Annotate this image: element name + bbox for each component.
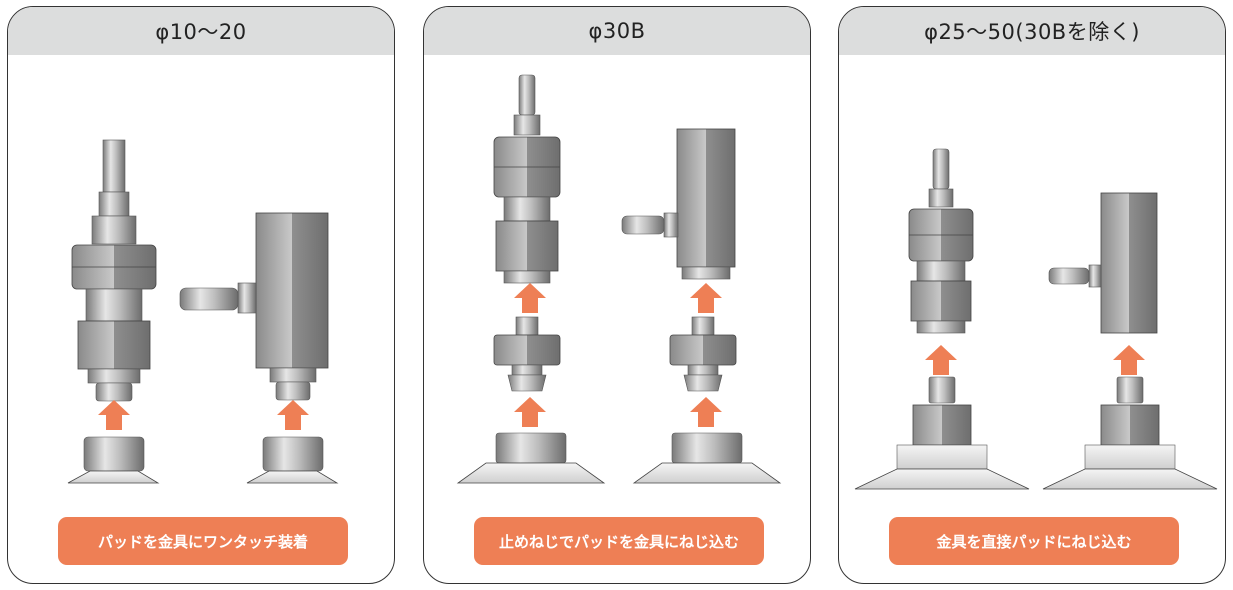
up-arrow-icon (514, 283, 546, 313)
panel-phi30b: φ30B (423, 6, 811, 584)
suction-pad (632, 432, 782, 484)
set-screw (669, 316, 737, 392)
panel-title: φ25〜50(30Bを除く) (839, 7, 1225, 55)
elbow-fitting (1048, 192, 1158, 334)
elbow-fitting (179, 212, 329, 401)
up-arrow-icon (98, 400, 130, 430)
straight-fitting (71, 139, 157, 402)
fitting-diagram (456, 74, 782, 484)
fitting-diagram (67, 139, 339, 484)
up-arrow-icon (690, 397, 722, 427)
up-arrow-icon (514, 397, 546, 427)
panel-phi10-20: φ10〜20 (7, 6, 395, 584)
elbow-fitting (621, 128, 736, 280)
straight-fitting (908, 148, 974, 334)
up-arrow-icon (690, 283, 722, 313)
suction-pad (854, 376, 1030, 490)
caption-box: 止めねじでパッドを金具にねじ込む (474, 517, 764, 565)
suction-pad (1042, 376, 1218, 490)
up-arrow-icon (925, 345, 957, 375)
suction-pad (246, 436, 339, 484)
up-arrow-icon (1113, 345, 1145, 375)
caption-box: パッドを金具にワンタッチ装着 (58, 517, 348, 565)
caption-box: 金具を直接パッドにねじ込む (889, 517, 1179, 565)
fitting-diagram (854, 148, 1218, 490)
suction-pad (456, 432, 606, 484)
panel-title: φ30B (424, 7, 810, 55)
panel-phi25-50: φ25〜50(30Bを除く) 金 (838, 6, 1226, 584)
set-screw (493, 316, 561, 392)
panel-title: φ10〜20 (8, 7, 394, 55)
straight-fitting (493, 74, 561, 284)
up-arrow-icon (277, 400, 309, 430)
suction-pad (67, 436, 160, 484)
